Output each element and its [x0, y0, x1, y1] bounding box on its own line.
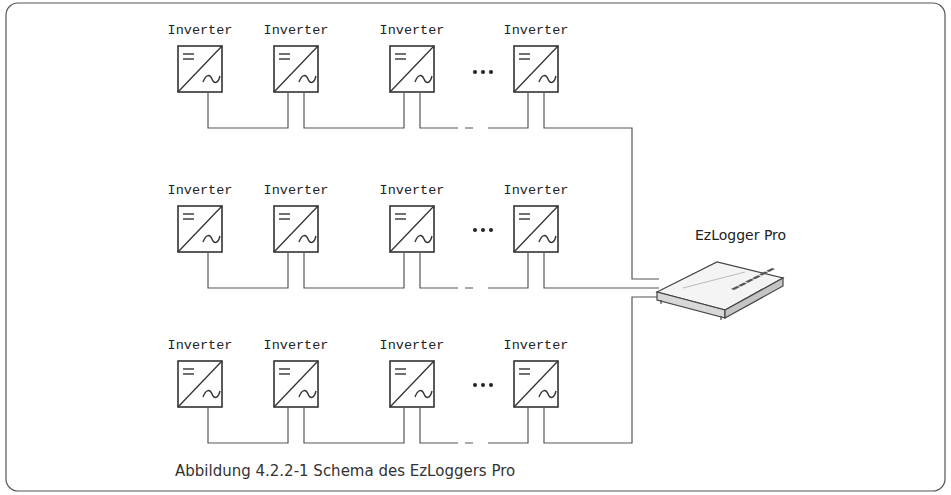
inverter-box: Inverter — [496, 22, 576, 93]
inverter-box: Inverter — [160, 337, 240, 408]
inverter-symbol — [513, 45, 559, 93]
inverter-symbol — [513, 205, 559, 253]
logger-device: EzLogger Pro — [655, 226, 835, 324]
logger-illustration — [655, 252, 785, 324]
inverter-symbol — [273, 45, 319, 93]
inverter-symbol — [273, 360, 319, 408]
inverter-symbol — [177, 205, 223, 253]
inverter-box: Inverter — [256, 182, 336, 253]
inverter-label: Inverter — [256, 182, 336, 200]
inverter-label: Inverter — [160, 22, 240, 40]
inverter-label: Inverter — [160, 337, 240, 355]
bus-cable — [544, 297, 659, 443]
inverter-symbol — [389, 205, 435, 253]
inverter-symbol — [389, 360, 435, 408]
inverter-box: Inverter — [372, 22, 452, 93]
inverter-symbol — [389, 45, 435, 93]
bus-cable — [208, 93, 288, 128]
figure-frame — [6, 3, 945, 491]
inverter-label: Inverter — [372, 22, 452, 40]
inverter-box: Inverter — [160, 182, 240, 253]
inverter-symbol — [177, 45, 223, 93]
bus-cable — [208, 408, 288, 443]
inverter-label: Inverter — [160, 182, 240, 200]
inverter-box: Inverter — [496, 182, 576, 253]
bus-cable — [304, 93, 404, 128]
bus-cable — [420, 93, 528, 128]
bus-cable — [544, 253, 659, 288]
inverter-box: Inverter — [256, 337, 336, 408]
bus-cable — [304, 408, 404, 443]
inverter-label: Inverter — [256, 337, 336, 355]
bus-cable — [420, 253, 528, 288]
inverter-box: Inverter — [372, 182, 452, 253]
ellipsis-dots — [473, 70, 493, 387]
bus-cable — [420, 408, 528, 443]
inverter-box: Inverter — [256, 22, 336, 93]
device-label: EzLogger Pro — [655, 226, 835, 244]
inverter-label: Inverter — [372, 337, 452, 355]
figure-caption: Abbildung 4.2.2-1 Schema des EzLoggers P… — [175, 462, 515, 480]
inverter-box: Inverter — [496, 337, 576, 408]
inverter-box: Inverter — [372, 337, 452, 408]
inverter-label: Inverter — [496, 337, 576, 355]
inverter-symbol — [177, 360, 223, 408]
inverter-symbol — [513, 360, 559, 408]
inverter-symbol — [273, 205, 319, 253]
inverter-label: Inverter — [496, 22, 576, 40]
bus-cable — [208, 253, 288, 288]
inverter-label: Inverter — [372, 182, 452, 200]
connector-group — [208, 93, 659, 443]
inverter-label: Inverter — [496, 182, 576, 200]
bus-cable — [304, 253, 404, 288]
inverter-label: Inverter — [256, 22, 336, 40]
inverter-box: Inverter — [160, 22, 240, 93]
